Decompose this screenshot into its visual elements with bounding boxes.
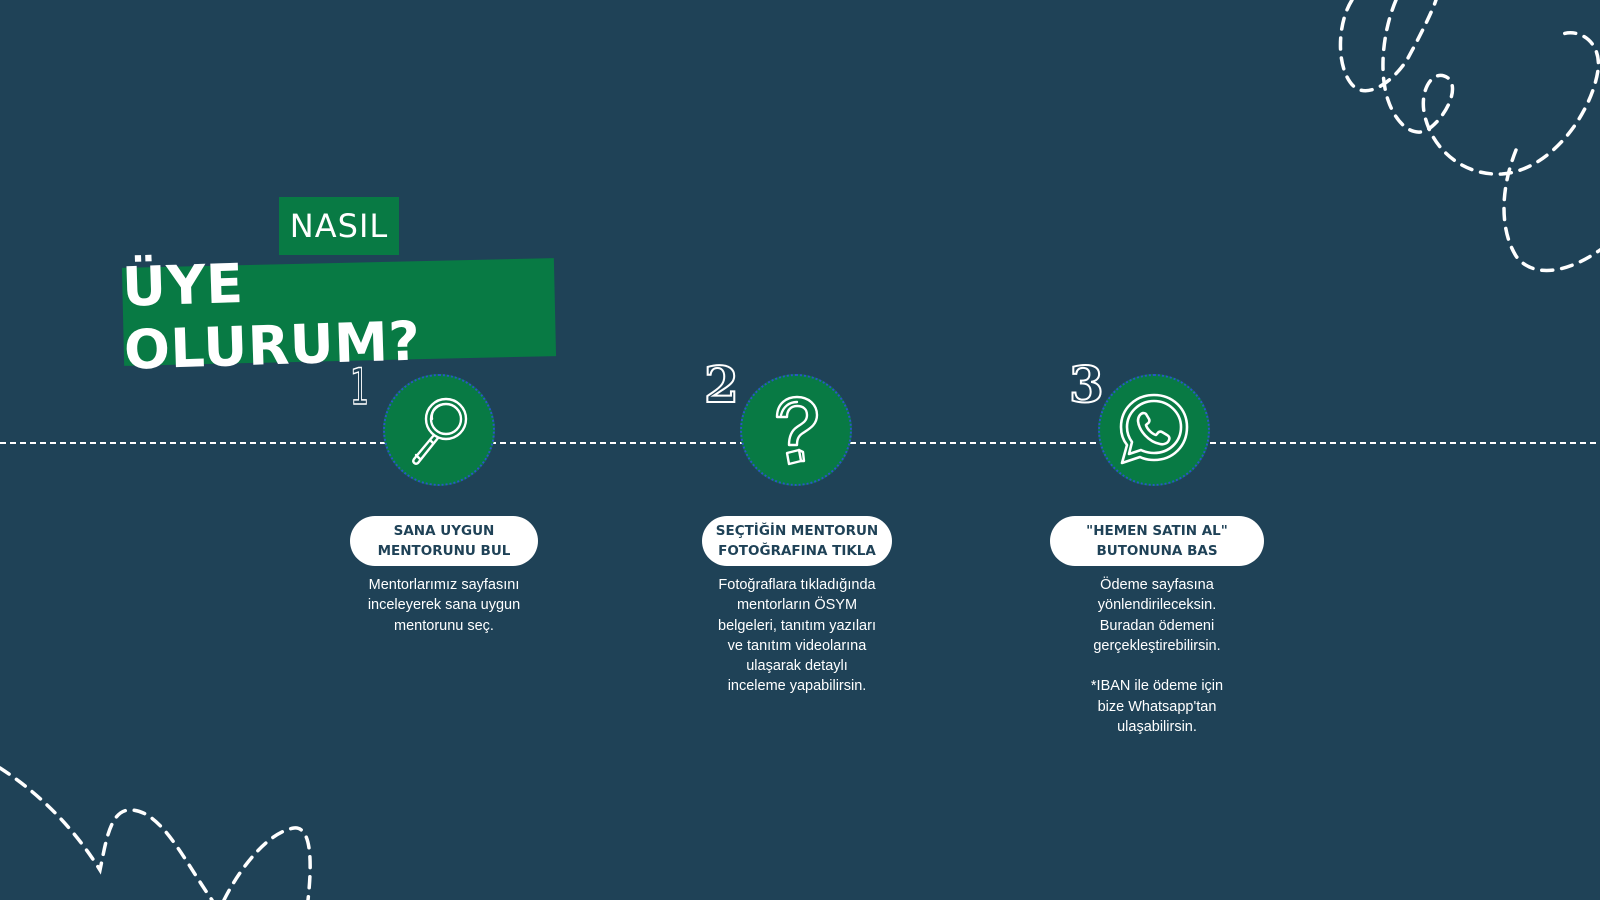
step-3-desc-line: Buradan ödemeni [1099, 617, 1215, 634]
step-3-icon-circle [1098, 374, 1210, 486]
step-2-desc-line: ve tanıtım videolarına [727, 637, 867, 654]
step-1-number: 1 [350, 358, 370, 416]
step-1-description: Mentorlarımız sayfasını inceleyerek sana… [340, 575, 548, 636]
step-2-description: Fotoğraflara tıkladığında mentorların ÖS… [692, 575, 902, 697]
page-title: ÜYE OLURUM? [121, 252, 422, 382]
step-1-desc-line: mentorunu seç. [394, 617, 494, 634]
step-3-description: Ödeme sayfasına yönlendirileceksin. Bura… [1052, 575, 1262, 737]
step-1-title-line2: MENTORUNU BUL [377, 543, 511, 559]
step-1-desc-line: Mentorlarımız sayfasını [368, 577, 520, 593]
step-1-desc-line: inceleyerek sana uygun [367, 597, 521, 614]
top-right-dashed-loops [1338, 0, 1600, 273]
step-2-desc-line: belgeleri, tanıtım yazıları [718, 617, 876, 634]
step-2-title-line1: SEÇTİĞİN MENTORUN [715, 523, 879, 539]
step-2-title-line2: FOTOĞRAFINA TIKLA [718, 543, 876, 559]
step-3-desc-line: Ödeme sayfasına [1100, 577, 1214, 593]
step-3-desc-line: *IBAN ile ödeme için [1090, 678, 1224, 695]
step-3-title-pill: "HEMEN SATIN AL" BUTONUNA BAS [1050, 516, 1264, 566]
question-mark-icon [775, 395, 819, 466]
title-banner: ÜYE OLURUM? [121, 252, 557, 382]
bottom-left-dashed-loops [0, 766, 312, 900]
step-3-desc-line: bize Whatsapp'tan [1097, 698, 1217, 715]
step-2-icon-circle [740, 374, 852, 486]
step-1-title-pill: SANA UYGUN MENTORUNU BUL [350, 516, 538, 566]
step-2-title-pill: SEÇTİĞİN MENTORUN FOTOĞRAFINA TIKLA [702, 516, 892, 566]
step-2-desc-line: Fotoğraflara tıkladığında [718, 577, 876, 593]
magnifier-icon [412, 397, 468, 465]
step-3-desc-line [1052, 656, 1262, 676]
step-1-title-line1: SANA UYGUN [393, 523, 495, 539]
step-3-title-line2: BUTONUNA BAS [1096, 543, 1218, 559]
step-1-icon-circle [383, 374, 495, 486]
step-3-desc-line: ulaşabilirsin. [1117, 719, 1197, 736]
title-tag-nasil: NASIL [279, 197, 399, 255]
step-3-desc-line: yönlendirileceksin. [1097, 597, 1217, 614]
step-2-desc-line: mentorların ÖSYM [736, 597, 858, 614]
step-3-title-line1: "HEMEN SATIN AL" [1086, 523, 1228, 539]
step-3-number: 3 [1068, 355, 1105, 414]
step-2-number: 2 [703, 355, 740, 414]
step-2-desc-line: inceleme yapabilirsin. [727, 678, 867, 695]
whatsapp-icon [1119, 393, 1189, 465]
step-3-desc-line: gerçekleştirebilirsin. [1093, 637, 1221, 654]
step-2-desc-line: ulaşarak detaylı [746, 658, 848, 675]
